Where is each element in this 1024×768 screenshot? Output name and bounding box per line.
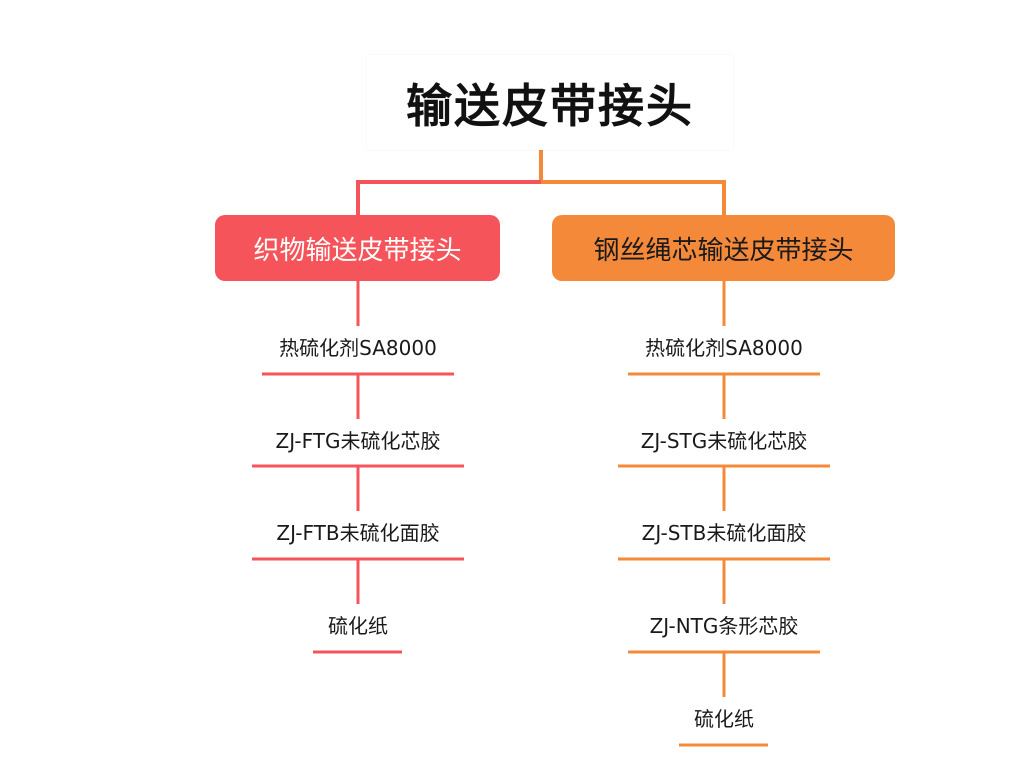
branch-label: 织物输送皮带接头	[253, 235, 462, 266]
leaf-item: ZJ-FTB未硫化面胶	[276, 520, 440, 545]
branch-steel-cord-belt-joint: 钢丝绳芯输送皮带接头	[552, 215, 895, 281]
leaf-item: ZJ-STB未硫化面胶	[641, 520, 807, 545]
root-title: 输送皮带接头	[406, 78, 694, 133]
leaf-item: ZJ-STG未硫化芯胶	[640, 428, 808, 453]
leaf-item: 硫化纸	[694, 706, 754, 731]
leaf-item: ZJ-FTG未硫化芯胶	[275, 428, 441, 453]
branch-label: 钢丝绳芯输送皮带接头	[593, 235, 854, 266]
leaf-item: 热硫化剂SA8000	[645, 335, 803, 360]
leaf-item: 热硫化剂SA8000	[279, 335, 437, 360]
leaf-item: ZJ-NTG条形芯胶	[649, 613, 799, 638]
root-node: 输送皮带接头	[367, 55, 733, 150]
branch-fabric-belt-joint: 织物输送皮带接头	[215, 215, 500, 281]
leaf-item: 硫化纸	[328, 613, 388, 638]
